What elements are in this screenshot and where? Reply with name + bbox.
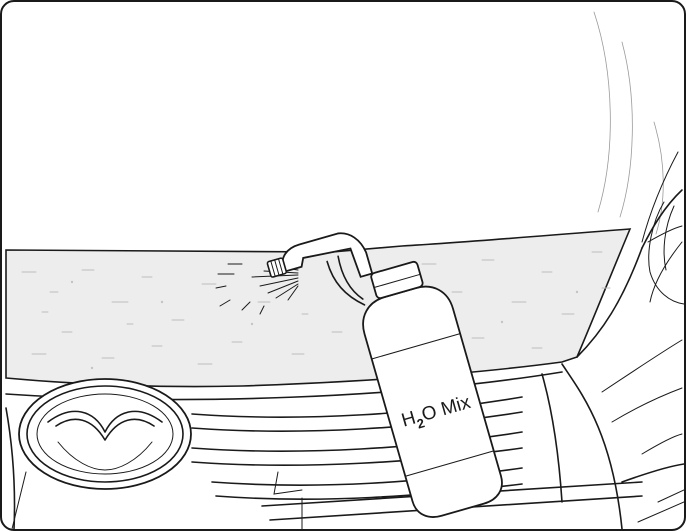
brand-emblem — [19, 379, 191, 489]
